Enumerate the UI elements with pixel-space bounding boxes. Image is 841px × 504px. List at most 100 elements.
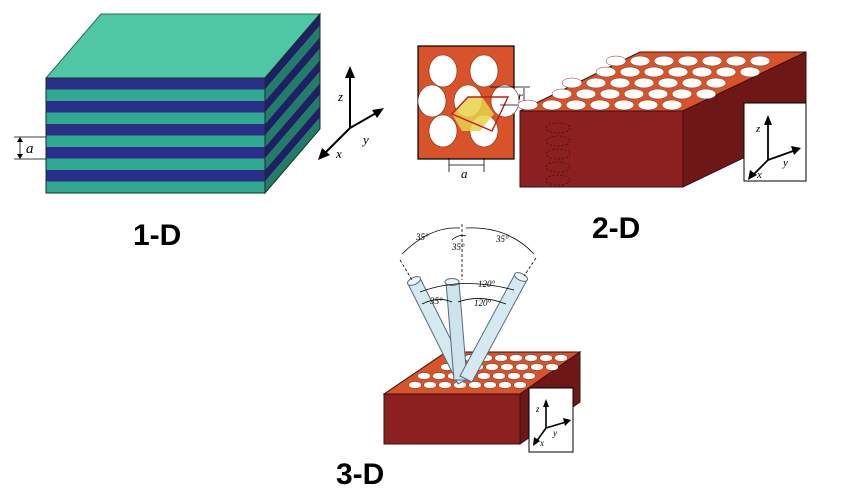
axis-x-label: x — [335, 146, 342, 161]
unit-cell-rhombus — [450, 96, 510, 132]
angle-label-top-mid: 35° — [451, 242, 465, 252]
three-d-slab-hole — [545, 363, 559, 371]
unit-cell-hole — [469, 54, 499, 88]
unit-cell-hole — [428, 114, 458, 148]
stack-layer-side — [265, 106, 320, 182]
stack-layer — [46, 112, 265, 124]
angle-label-right: 120° — [474, 298, 492, 308]
three-d-title: 3-D — [336, 458, 384, 491]
three-d-slab-hole — [432, 372, 446, 380]
slab-hole — [695, 88, 717, 100]
stack-front-layers — [46, 78, 265, 193]
three-d-slab-hole — [524, 354, 538, 362]
two-d-title: 2-D — [592, 212, 640, 245]
one-d-axes: z y x — [318, 66, 384, 161]
three-d-slab-front — [383, 393, 521, 445]
three-d-slab-hole — [417, 372, 431, 380]
slab-hole — [609, 77, 631, 89]
slab-hole — [749, 55, 771, 67]
stack-layer-side — [265, 48, 320, 124]
slab-axes-box — [743, 102, 807, 182]
three-d-slab-hole — [485, 363, 499, 371]
stack-layer — [46, 124, 265, 136]
stack-layer-side — [265, 14, 320, 90]
arc-lower-right — [457, 298, 507, 305]
arc-top-left — [401, 227, 461, 255]
stack-layer-side — [265, 37, 320, 113]
angle-label-mid: 120° — [478, 279, 496, 289]
slab-hole — [633, 77, 655, 89]
slab-hole — [585, 77, 607, 89]
slab-axis-x: x — [756, 169, 762, 181]
angle-annotations — [399, 224, 537, 305]
three-d-slab-hole — [507, 372, 521, 380]
unit-cell-hole — [417, 84, 447, 118]
slab-hole — [619, 66, 641, 78]
period-arrow-head-bottom — [17, 154, 23, 159]
slab-hole — [561, 77, 583, 89]
three-d-slab-hole — [492, 372, 506, 380]
arc-mid — [419, 283, 515, 293]
stack-layer — [46, 89, 265, 101]
slab-hole — [605, 55, 627, 67]
slab-hole — [681, 77, 703, 89]
three-d-slab-hole — [513, 381, 527, 389]
slab-hole — [589, 99, 611, 111]
three-d-axis-y: y — [552, 428, 557, 438]
stack-layer — [46, 170, 265, 182]
three-d-slab-hole — [423, 381, 437, 389]
two-d-slab: z y x 2-D — [517, 51, 807, 245]
slab-hole — [551, 88, 573, 100]
slab-hole — [725, 55, 747, 67]
arc-top-right — [465, 227, 535, 255]
stack-layer — [46, 181, 265, 193]
stack-layer-side — [265, 83, 320, 159]
slab-axis-y: y — [782, 157, 788, 169]
three-d-slab-hole — [468, 381, 482, 389]
slab-hole — [637, 99, 659, 111]
slab-hole — [671, 88, 693, 100]
slab-hole — [595, 66, 617, 78]
stack-layer-side — [265, 71, 320, 147]
three-d-slab-hole — [522, 372, 536, 380]
three-d-slab-hole — [515, 363, 529, 371]
angle-label-top-left: 35° — [415, 232, 429, 242]
three-d-slab-hole — [408, 381, 422, 389]
drilling-cylinders — [406, 272, 529, 385]
slab-hole-ghosts — [545, 122, 571, 186]
three-d-slab-hole — [500, 363, 514, 371]
stack-layer-side — [265, 60, 320, 136]
one-d-title: 1-D — [133, 219, 181, 252]
slab-hole — [667, 66, 689, 78]
stack-layer — [46, 78, 265, 90]
slab-hole — [715, 66, 737, 78]
three-d-slab-hole — [498, 381, 512, 389]
two-d-unit-cell: r a — [417, 45, 530, 181]
stack-layer — [46, 158, 265, 170]
stack-layer — [46, 135, 265, 147]
slab-hole — [541, 99, 563, 111]
slab-hole — [643, 66, 665, 78]
unit-cell-hole — [490, 84, 520, 118]
stack-layer — [46, 101, 265, 113]
stack-side-layers — [265, 14, 320, 193]
slab-hole — [705, 77, 727, 89]
period-arrow-head-top — [17, 137, 23, 142]
three-d-slab-hole — [539, 354, 553, 362]
slab-hole — [623, 88, 645, 100]
axis-z-label: z — [337, 89, 343, 104]
slab-hole — [661, 99, 683, 111]
three-d-slab-hole — [438, 381, 452, 389]
slab-hole — [691, 66, 713, 78]
three-d-slab-hole — [554, 354, 568, 362]
angle-label-top-right: 35° — [495, 234, 509, 244]
slab-hole — [599, 88, 621, 100]
slab-hole — [677, 55, 699, 67]
unit-cell-holes — [417, 54, 520, 148]
stack-side-outline — [264, 12, 321, 195]
one-d-period-label: a — [26, 141, 34, 157]
slab-hole — [613, 99, 635, 111]
radius-label: r — [518, 89, 523, 103]
three-d-slab-hole — [494, 354, 508, 362]
